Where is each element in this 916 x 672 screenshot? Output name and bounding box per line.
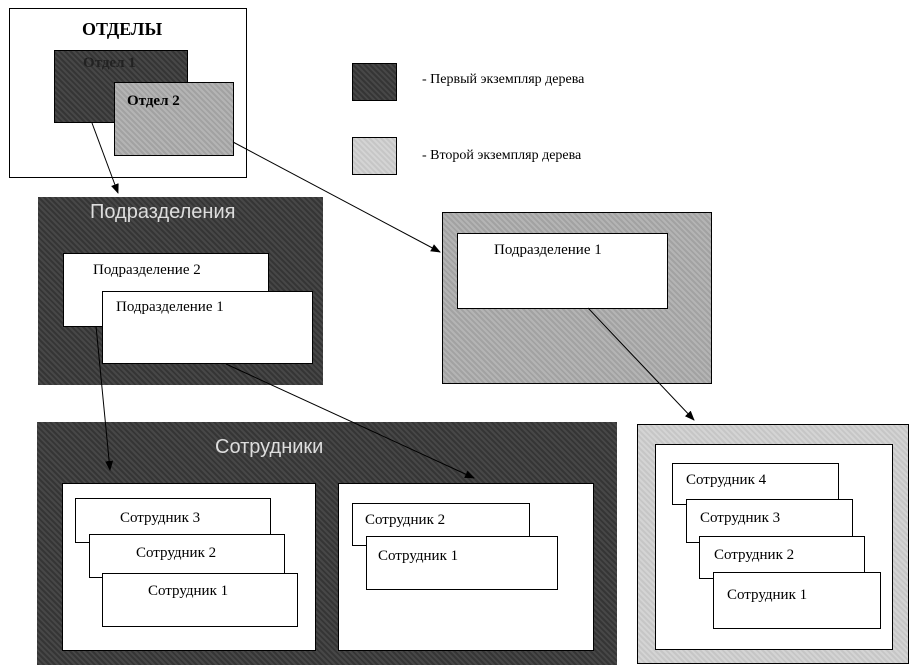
department-2-box: Отдел 2: [114, 82, 234, 156]
employee-label: Сотрудник 3: [120, 510, 201, 526]
legend-first-label: - Первый экземпляр дерева: [422, 72, 585, 87]
employee-label: Сотрудник 1: [727, 587, 808, 603]
legend-first-swatch: [352, 63, 397, 101]
departments-title: ОТДЕЛЫ: [82, 19, 163, 39]
employee-label: Сотрудник 4: [686, 472, 767, 488]
employee-label: Сотрудник 2: [136, 545, 217, 561]
subdivisions-first-title: Подразделения: [90, 201, 236, 223]
legend-second-label: - Второй экземпляр дерева: [422, 148, 582, 163]
employees-first-title: Сотрудники: [215, 436, 324, 458]
employee-label: Сотрудник 2: [365, 512, 446, 528]
department-1-label: Отдел 1: [83, 55, 136, 71]
employee-card: Сотрудник 1: [713, 572, 881, 629]
subdivision-label: Подразделение 1: [116, 299, 224, 315]
legend-second-swatch: [352, 137, 397, 175]
employee-label: Сотрудник 1: [378, 548, 459, 564]
employee-label: Сотрудник 1: [148, 583, 229, 599]
subdivision-label: Подразделение 1: [494, 242, 602, 258]
subdivision-card: Подразделение 1: [457, 233, 668, 309]
employee-card: Сотрудник 3: [686, 499, 853, 543]
employee-card: Сотрудник 2: [89, 534, 285, 578]
employee-card: Сотрудник 1: [366, 536, 558, 590]
employee-label: Сотрудник 3: [700, 510, 781, 526]
department-2-label: Отдел 2: [127, 93, 180, 109]
employee-label: Сотрудник 2: [714, 547, 795, 563]
subdivision-label: Подразделение 2: [93, 262, 201, 278]
employee-card: Сотрудник 1: [102, 573, 298, 627]
subdivision-card: Подразделение 1: [102, 291, 313, 364]
